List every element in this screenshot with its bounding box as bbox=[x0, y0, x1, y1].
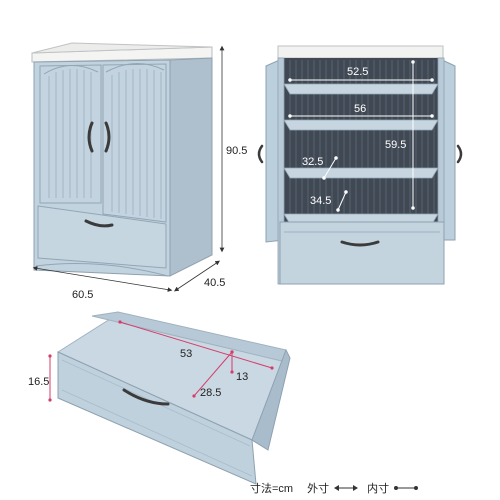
outer-height-label: 90.5 bbox=[226, 145, 248, 157]
inner-size-label: 内寸 bbox=[367, 483, 390, 495]
closed-cabinet bbox=[31, 42, 213, 277]
inner-dimension-lines bbox=[288, 60, 434, 212]
dimension-legend: 寸法=cm 外寸 内寸 bbox=[250, 480, 427, 496]
bottom-depth-label: 34.5 bbox=[310, 195, 332, 207]
shelf-depth-label: 32.5 bbox=[302, 156, 324, 168]
drawer-width-label: 53 bbox=[180, 348, 193, 360]
outer-size-label: 外寸 bbox=[307, 483, 330, 495]
open-cabinet bbox=[257, 45, 463, 285]
unit-label: 寸法=cm bbox=[250, 483, 294, 495]
inner-height-label: 59.5 bbox=[385, 139, 407, 151]
outer-depth-label: 40.5 bbox=[204, 277, 226, 289]
inner-dot-line-icon bbox=[393, 483, 419, 493]
inner-top-width-label: 52.5 bbox=[347, 66, 369, 78]
inner-shelf-width-label: 56 bbox=[354, 103, 367, 115]
outer-width-label: 60.5 bbox=[72, 289, 94, 301]
drawer-dimension-lines bbox=[48, 320, 274, 402]
drawer-height-label: 13 bbox=[236, 371, 249, 383]
drawer-depth-label: 28.5 bbox=[200, 387, 222, 399]
outer-arrow-icon bbox=[333, 483, 359, 493]
outer-dimension-lines bbox=[32, 45, 225, 292]
drawer-illustration bbox=[56, 311, 291, 485]
drawer-outer-height-label: 16.5 bbox=[28, 376, 50, 388]
